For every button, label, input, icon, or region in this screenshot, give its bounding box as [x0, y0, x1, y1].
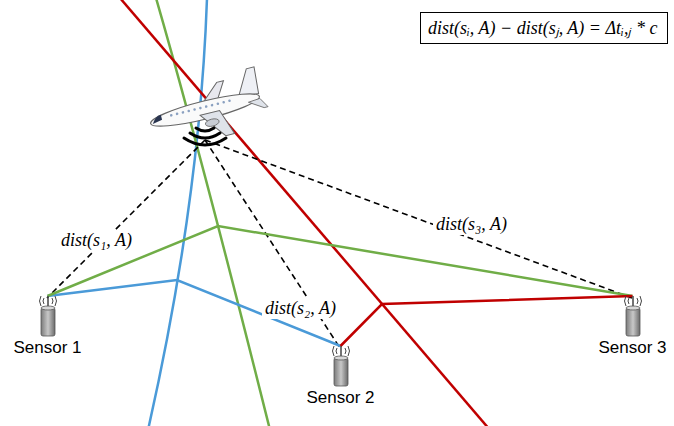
antenna-tower	[328, 344, 354, 388]
tower-body	[334, 358, 348, 386]
distance-label: dist(s₂, A)	[262, 298, 339, 319]
wave-arc	[184, 138, 226, 145]
antenna-tower	[35, 294, 61, 338]
radio-waves	[184, 128, 226, 145]
signal-arcs	[624, 296, 641, 306]
range-lines	[47, 140, 632, 348]
engine	[205, 118, 220, 128]
signal-arcs	[39, 296, 56, 306]
sensor-name: Sensor 1	[10, 338, 85, 358]
antenna-tower	[620, 294, 646, 338]
blue-baseline	[48, 280, 341, 346]
red-hyperbola	[120, 0, 490, 426]
green-hyperbola	[156, 0, 270, 426]
green-baseline	[48, 226, 633, 296]
red-baseline	[341, 296, 633, 346]
tower-top	[626, 306, 640, 310]
distance-label: dist(s₃, A)	[433, 214, 510, 235]
distance-label: dist(s₁, A)	[58, 230, 135, 251]
fuselage	[148, 88, 261, 133]
airplane	[143, 66, 272, 153]
tower-top	[41, 306, 55, 310]
tower-body	[626, 308, 640, 336]
sensor-station: Sensor 2	[303, 344, 378, 408]
signal-arcs	[332, 346, 349, 356]
sensor-station: Sensor 1	[10, 294, 85, 358]
sensor-name: Sensor 2	[303, 388, 378, 408]
wave-arc	[196, 128, 214, 131]
cockpit	[151, 115, 162, 124]
sensor-name: Sensor 3	[595, 338, 670, 358]
stabilizer	[248, 97, 268, 111]
wave-arc	[190, 133, 220, 138]
formula-box: dist(sᵢ, A) − dist(sⱼ, A) = Δtᵢ,ⱼ * c	[420, 12, 668, 44]
tower-body	[41, 308, 55, 336]
sensor-station: Sensor 3	[595, 294, 670, 358]
formula-text: dist(sᵢ, A) − dist(sⱼ, A) = Δtᵢ,ⱼ * c	[428, 17, 660, 39]
range-line	[47, 140, 205, 298]
range-line	[205, 140, 632, 298]
tower-top	[334, 356, 348, 360]
